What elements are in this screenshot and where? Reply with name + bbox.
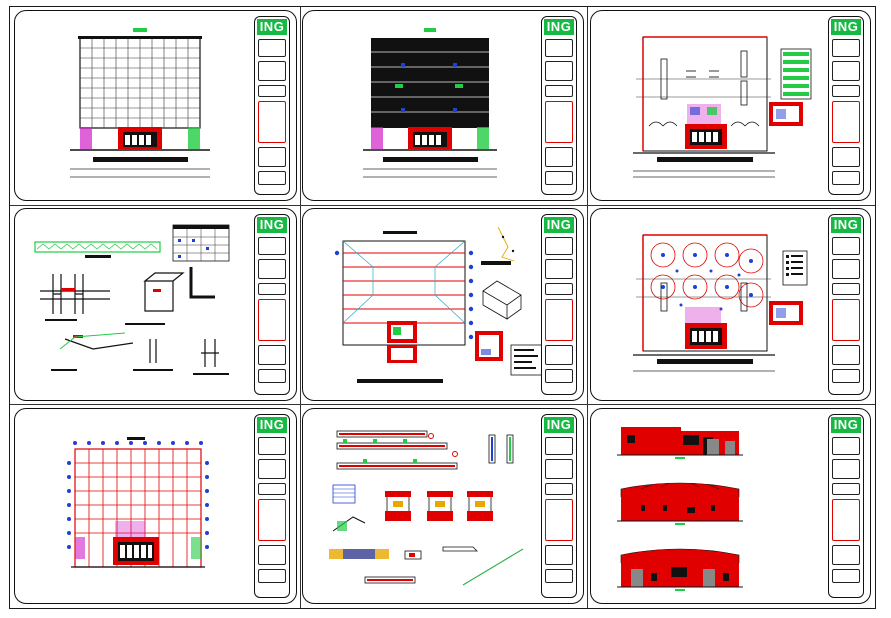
drawing-set-sheet (9, 6, 876, 609)
grid-divider (10, 205, 875, 206)
grid-divider (300, 7, 301, 608)
sheet-4[interactable]: ING (14, 208, 297, 401)
grid-divider (10, 404, 875, 405)
company-logo: ING (831, 417, 861, 433)
sheet-1[interactable]: ING (14, 10, 297, 201)
title-block: ING (541, 214, 577, 395)
company-logo: ING (831, 217, 861, 233)
dark-facade-elevation-icon (363, 28, 497, 178)
sheet-7[interactable]: ING (14, 408, 297, 604)
company-logo: ING (257, 217, 287, 233)
company-logo: ING (544, 19, 574, 35)
title-block: ING (828, 414, 864, 598)
title-block: ING (541, 16, 577, 195)
sheet-2[interactable]: ING (302, 10, 584, 201)
ground-floor-plan-icon (633, 36, 812, 178)
company-logo: ING (257, 417, 287, 433)
company-logo: ING (544, 217, 574, 233)
sheet-6[interactable]: ING (590, 208, 871, 401)
title-block: ING (541, 414, 577, 598)
company-logo: ING (544, 417, 574, 433)
sheet-3[interactable]: ING (590, 10, 871, 201)
structural-details-icon (34, 224, 230, 375)
title-block: ING (254, 214, 290, 395)
building-front-elevation-icon (70, 28, 210, 178)
company-logo: ING (257, 19, 287, 35)
title-block: ING (254, 16, 290, 195)
title-block: ING (828, 214, 864, 395)
lighting-plan-icon (633, 234, 808, 372)
title-block: ING (254, 414, 290, 598)
structural-grid-plan-icon (67, 437, 209, 568)
sheet-9[interactable]: ING (590, 408, 871, 604)
sheet-8[interactable]: ING (302, 408, 584, 604)
sheet-5[interactable]: ING (302, 208, 584, 401)
warehouse-elevations-icon (617, 427, 743, 591)
construction-sections-icon (329, 430, 524, 586)
roof-plan-isometric-icon (334, 226, 543, 383)
title-block: ING (828, 16, 864, 195)
grid-divider (587, 7, 588, 608)
company-logo: ING (831, 19, 861, 35)
